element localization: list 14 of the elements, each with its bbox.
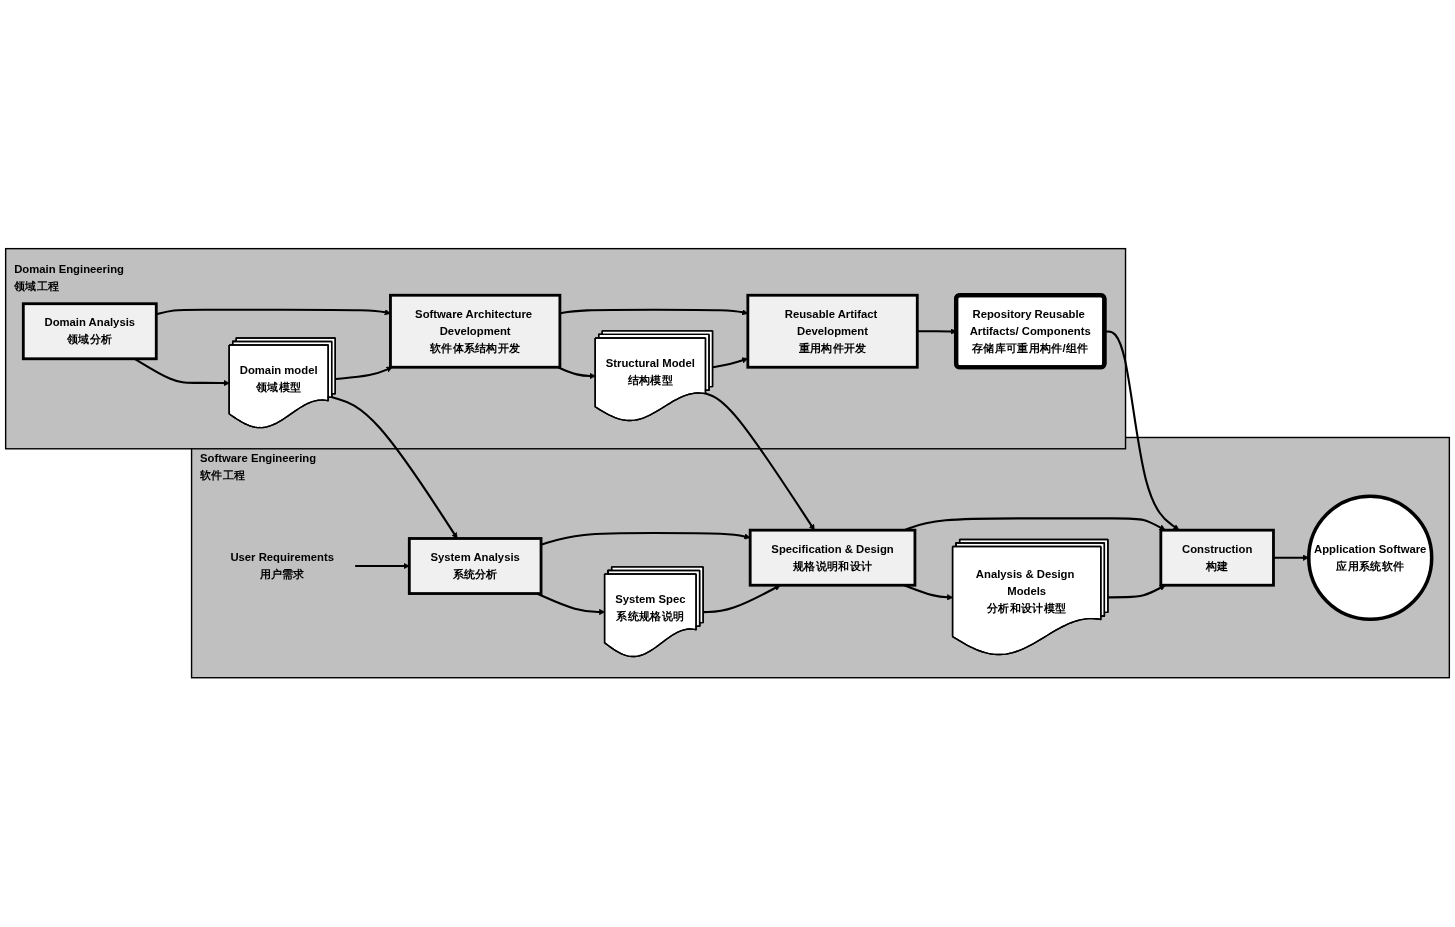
node-box: Construction 构建 xyxy=(1159,529,1275,587)
arrow xyxy=(335,366,393,381)
node-text: User Requirements 用户需求 xyxy=(230,551,334,581)
arrow xyxy=(703,585,781,614)
arrow xyxy=(156,308,391,316)
node-box: Reusable Artifact Development 重用构件开发 xyxy=(746,294,919,369)
node-box: Domain Analysis 领域分析 xyxy=(21,302,158,361)
node-box: System Analysis 系统分析 xyxy=(407,537,543,596)
arrow xyxy=(1108,585,1166,599)
arrow xyxy=(705,392,815,531)
node-circle: Application Software 应用系统软件 xyxy=(1307,494,1434,622)
node-box: Specification & Design 规格说明和设计 xyxy=(748,529,917,587)
arrow xyxy=(355,563,410,570)
node-box: Software Architecture Development 软件体系结构开发 xyxy=(389,294,562,369)
